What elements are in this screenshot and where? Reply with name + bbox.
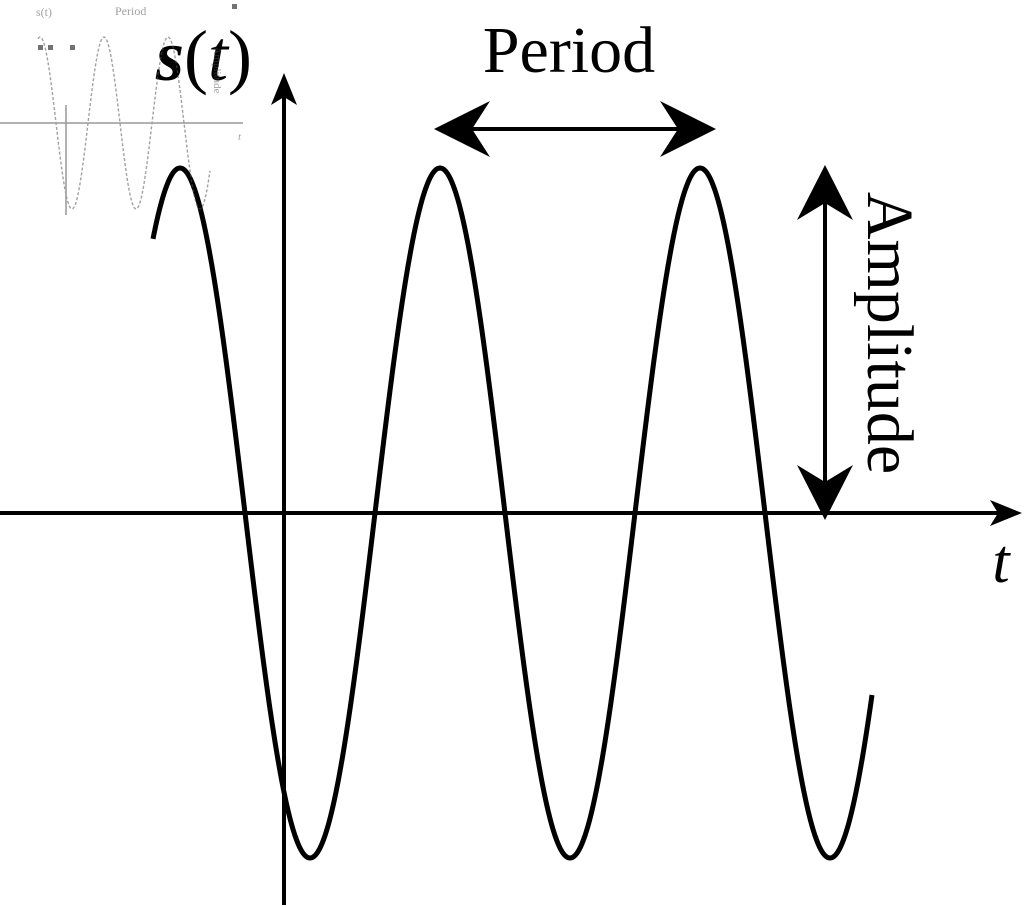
- period-label: Period: [483, 14, 655, 87]
- period-arrow-right-head: [660, 101, 716, 157]
- s-axis-label: s(t): [155, 16, 252, 96]
- thumbnail-marker-1: [38, 45, 43, 50]
- s-axis-label-var: t: [208, 16, 230, 96]
- thumbnail-t-label: t: [238, 131, 242, 143]
- sine-wave-curve: [150, 165, 875, 861]
- diagram-thumbnail: s(t) Period Amplitude t: [0, 4, 243, 215]
- thumbnail-marker-3: [70, 45, 75, 50]
- thumbnail-marker-2: [48, 45, 53, 50]
- thumbnail-sine-wave: [37, 36, 211, 210]
- amplitude-arrow-top-head: [797, 165, 853, 220]
- t-axis-label: t: [992, 528, 1011, 596]
- thumbnail-marker-4: [232, 4, 237, 9]
- t-axis-arrowhead: [990, 500, 1022, 526]
- amplitude-arrow-bottom-head: [797, 465, 853, 520]
- period-arrow-left-head: [434, 101, 490, 157]
- thumbnail-s-label: s(t): [36, 5, 52, 19]
- thumbnail-period-label: Period: [115, 4, 146, 18]
- s-axis-label-open: (: [184, 16, 208, 96]
- s-axis-label-func: s: [155, 16, 184, 96]
- thumbnail-amplitude-label: Amplitude: [211, 46, 223, 93]
- s-axis-arrowhead: [271, 73, 297, 105]
- s-axis-label-close: ): [228, 16, 252, 96]
- amplitude-label: Amplitude: [853, 192, 926, 474]
